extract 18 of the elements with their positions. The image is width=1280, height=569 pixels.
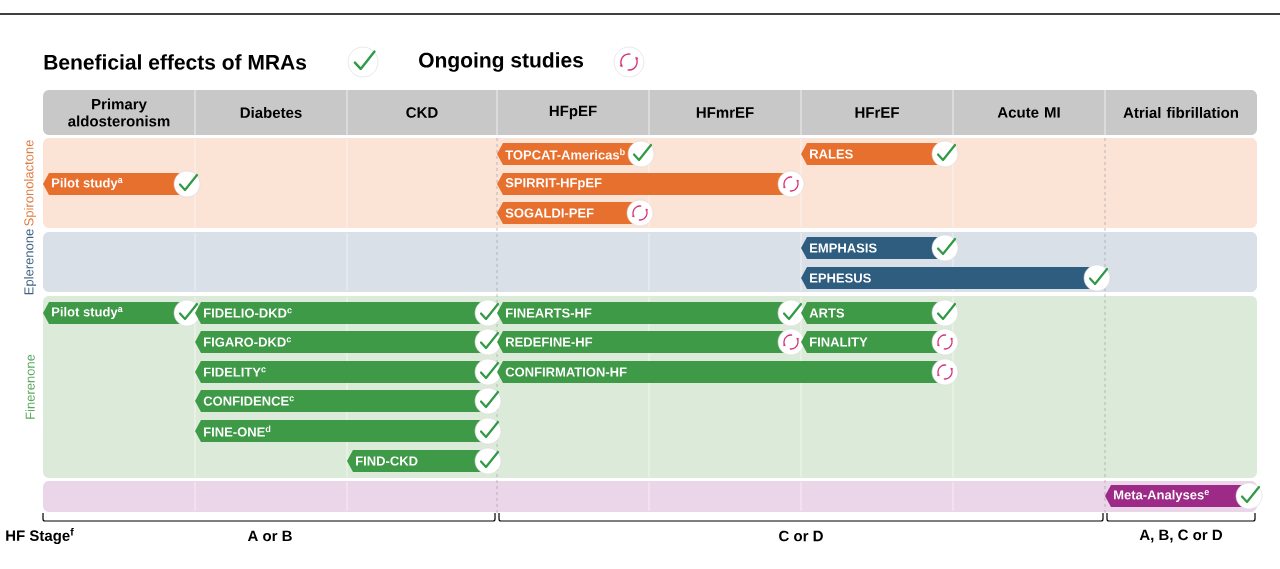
column-header: HFrEF [855,107,899,118]
column-header: HFmrEF [696,107,754,118]
drug-label: Finerenone [25,354,35,419]
drug-label: Spironolactone [23,140,37,226]
stage-label: HF Stage$^{f}$ [6,528,74,544]
stage-label: A or B [247,530,292,542]
stage-label: C or D [779,530,823,542]
legend-text: Ongoing studies [419,52,583,72]
column-header: Atrial fibrillation [1123,107,1238,118]
drug-label: Eplerenone [23,229,37,295]
column-header: Primary aldosteronism [68,98,170,127]
band [43,481,1257,512]
column-header: CKD [406,107,438,118]
legend-text: Beneficial effects of MRAs [44,54,307,70]
stage-label: A, B, C or D [1139,529,1222,543]
column-header: Diabetes [240,107,302,118]
column-header: HFpEF [549,105,597,120]
column-header: Acute MI [997,107,1060,118]
